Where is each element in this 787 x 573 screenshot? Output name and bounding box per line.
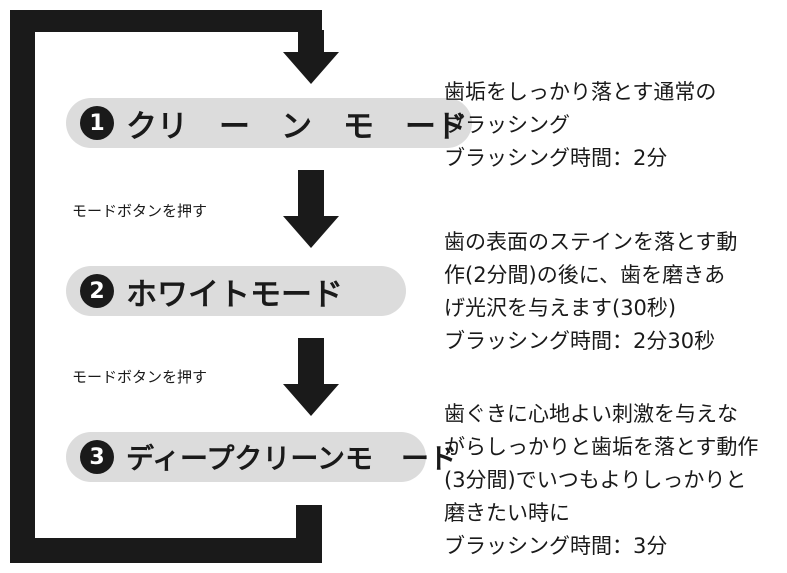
- transition-2-label: モードボタンを押す: [72, 368, 208, 386]
- loop-top-line: [10, 10, 322, 32]
- mode-1-number-badge: 1: [80, 106, 114, 140]
- mode-3-description-line: 歯ぐきに心地よい刺激を与えな: [444, 402, 738, 426]
- mode-3-description-line: がらしっかりと歯垢を落とす動作: [444, 435, 759, 459]
- mode-3-description-line: (3分間)でいつもよりしっかりと: [444, 468, 747, 492]
- mode-3-pill: 3 ディープクリーンモ ード: [66, 432, 457, 482]
- transition-1-label: モードボタンを押す: [72, 202, 208, 220]
- mode-1-label: クリ ー ン モ ード: [126, 108, 467, 145]
- loop-left-line: [10, 10, 35, 563]
- down-arrow-icon: [283, 338, 339, 416]
- mode-1-description-line: ブラッシング: [444, 113, 570, 137]
- loop-bottom-riser: [296, 505, 322, 563]
- mode-3-time: ブラッシング時間：3分: [444, 534, 668, 558]
- mode-2-description-line: 作(2分間)の後に、歯を磨きあ: [444, 263, 726, 287]
- mode-3-number-badge: 3: [80, 440, 114, 474]
- mode-2-description: 歯の表面のステインを落とす動 作(2分間)の後に、歯を磨きあ げ光沢を与えます(…: [444, 226, 784, 358]
- mode-1-pill: 1 クリ ー ン モ ード: [66, 98, 472, 148]
- down-arrow-icon: [283, 170, 339, 248]
- mode-2-number-badge: 2: [80, 274, 114, 308]
- mode-3-label: ディープクリーンモ ード: [126, 442, 457, 475]
- mode-1-description: 歯垢をしっかり落とす通常の ブラッシング ブラッシング時間：2分: [444, 76, 784, 175]
- mode-2-description-line: げ光沢を与えます(30秒): [444, 296, 677, 320]
- mode-2-description-line: 歯の表面のステインを落とす動: [444, 230, 738, 254]
- mode-3-description-line: 磨きたい時に: [444, 501, 570, 525]
- down-arrow-icon: [283, 30, 339, 84]
- mode-3-description: 歯ぐきに心地よい刺激を与えな がらしっかりと歯垢を落とす動作 (3分間)でいつも…: [444, 398, 784, 563]
- mode-2-label: ホワイトモード: [126, 276, 343, 313]
- mode-2-time: ブラッシング時間：2分30秒: [444, 329, 716, 353]
- mode-2-pill: 2 ホワイトモード: [66, 266, 406, 316]
- mode-1-description-line: 歯垢をしっかり落とす通常の: [444, 80, 717, 104]
- mode-1-time: ブラッシング時間：2分: [444, 146, 668, 170]
- loop-bottom-line: [10, 538, 322, 563]
